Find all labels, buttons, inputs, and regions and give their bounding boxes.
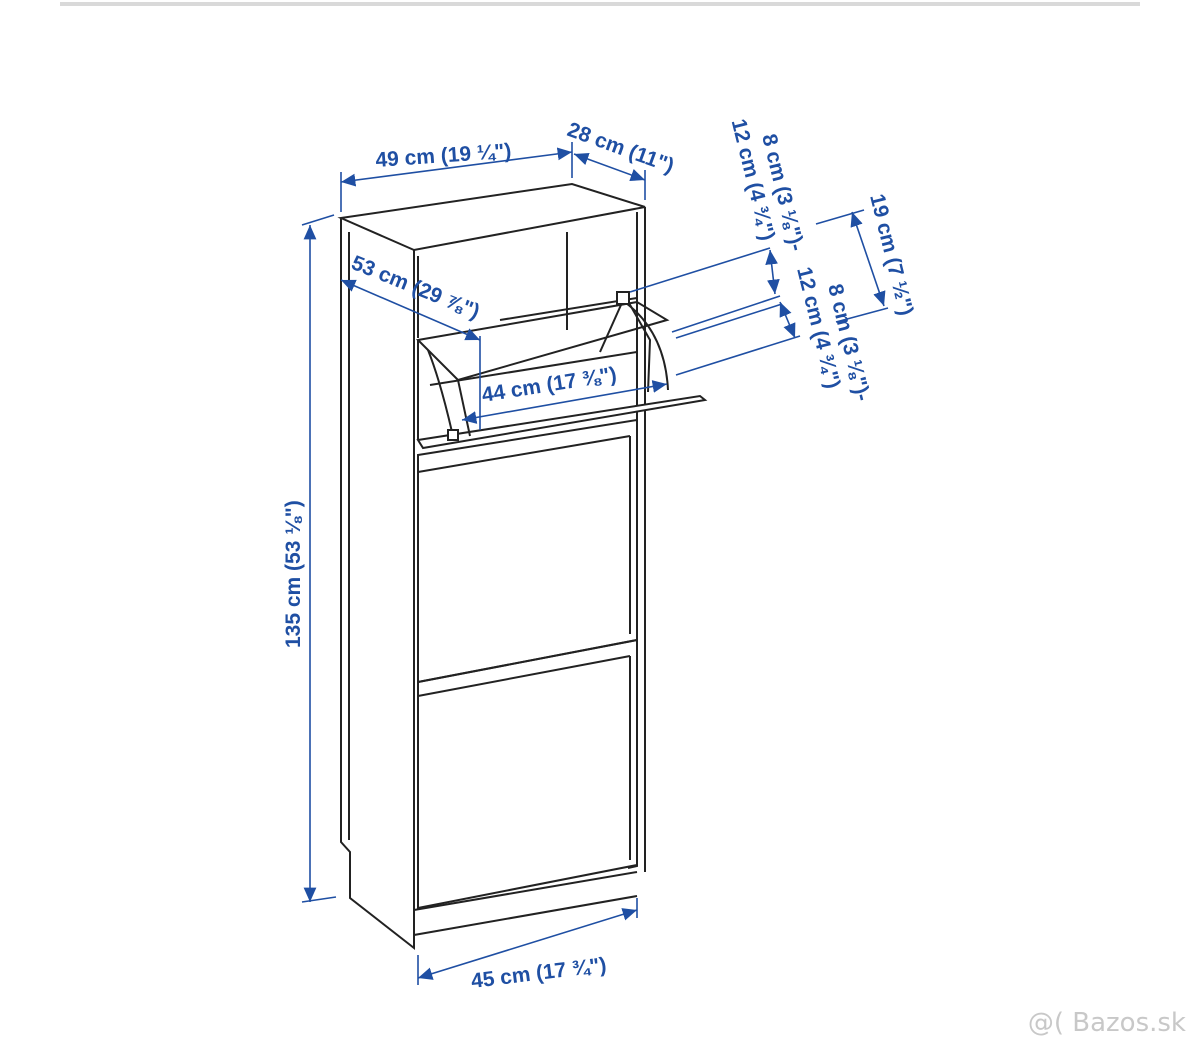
label-bottom-width: 45 cm (17 ¾")	[470, 954, 608, 993]
top-divider	[60, 2, 1140, 6]
cabinet	[337, 182, 708, 951]
label-side-height: 19 cm (7 ½")	[865, 192, 917, 318]
closed-drawer-2	[417, 638, 638, 910]
watermark-icon: @(	[1027, 1008, 1064, 1038]
watermark-text: Bazos.sk	[1072, 1008, 1186, 1038]
dimension-labels: 49 cm (19 ¼") 28 cm (11") 53 cm (29 ⅞") …	[282, 110, 918, 993]
label-lower-flap-depth: 8 cm (3 ⅛")- 12 cm (4 ¾")	[792, 258, 876, 415]
cabinet-left-side	[340, 227, 415, 951]
label-height: 135 cm (53 ⅛")	[282, 500, 305, 648]
label-inner-width: 44 cm (17 ⅜")	[480, 363, 618, 407]
watermark: @( Bazos.sk	[1028, 1008, 1186, 1038]
label-upper-flap-depth: 8 cm (3 ⅛")- 12 cm (4 ¾")	[727, 110, 810, 265]
closed-drawer-1	[417, 418, 638, 684]
cabinet-top	[337, 182, 646, 252]
dimension-lines	[301, 142, 889, 985]
label-top-depth: 28 cm (11")	[564, 118, 677, 178]
label-top-width: 49 cm (19 ¼")	[375, 140, 512, 172]
